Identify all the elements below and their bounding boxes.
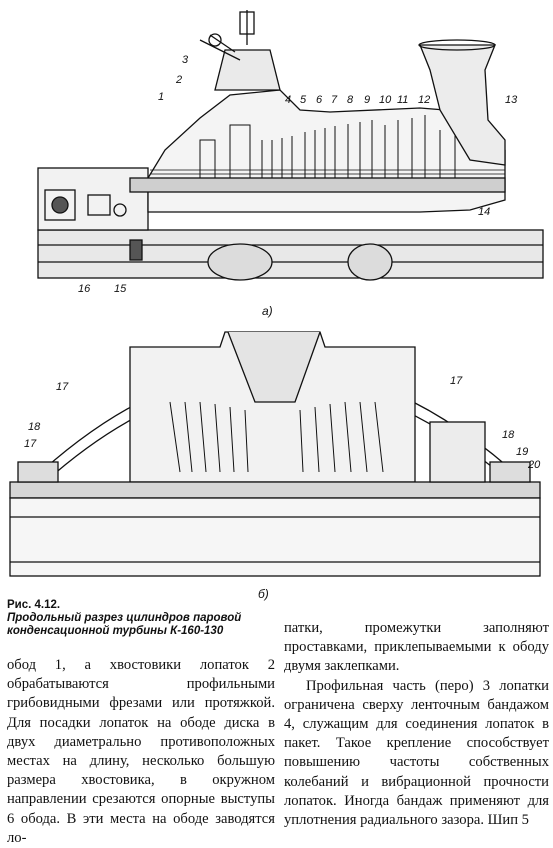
callout-16: 16: [78, 283, 91, 295]
figure-caption: Рис. 4.12. Продольный разрез цилиндров п…: [7, 599, 307, 638]
callout-5: 5: [300, 94, 307, 106]
callout-18-right: 18: [502, 429, 515, 441]
callout-17-far-left: 17: [24, 438, 37, 450]
callout-4: 4: [285, 94, 291, 106]
bearing-pedestal: [347, 243, 393, 281]
blade-stages: [199, 115, 456, 178]
callout-7: 7: [331, 94, 338, 106]
paragraph-right-1: патки, промежутки заполняют проставками,…: [284, 620, 549, 675]
callout-8: 8: [347, 94, 354, 106]
callout-9: 9: [364, 94, 370, 106]
caption-title: Продольный разрез цилиндров паровой конд…: [7, 612, 242, 637]
paragraph-right-2: Профильная часть (перо) 3 лопатки ограни…: [284, 677, 549, 829]
figure-a-label: а): [262, 304, 273, 318]
callout-13: 13: [505, 94, 518, 106]
callout-11: 11: [397, 94, 408, 106]
callout-19: 19: [516, 446, 528, 458]
callout-17-left: 17: [56, 381, 69, 393]
callout-3: 3: [182, 54, 189, 66]
turbine-section-figure-a: 1 2 3 4 5 6 7 8 9 10 11 12 13 14 15 16 а…: [37, 10, 544, 318]
bearing-housing: [429, 421, 486, 483]
callout-15: 15: [114, 283, 127, 295]
callout-1: 1: [158, 91, 164, 103]
exhaust-pipe: [419, 44, 506, 166]
callout-12: 12: [418, 94, 430, 106]
callout-20: 20: [527, 459, 541, 471]
callout-10: 10: [379, 94, 392, 106]
callout-18-left: 18: [28, 421, 41, 433]
paragraph-left: обод 1, а хвостовики лопаток 2 обрабатыв…: [7, 657, 275, 846]
text-column-right: патки, промежутки заполняют проставками,…: [284, 619, 549, 830]
base-frame: [37, 229, 544, 279]
control-valve: [199, 10, 281, 91]
blade-stages: [169, 401, 384, 473]
rotor-shaft: [9, 481, 541, 499]
callout-2: 2: [175, 74, 182, 86]
base-frame: [9, 497, 541, 577]
callout-14: 14: [478, 206, 490, 218]
text-column-left: обод 1, а хвостовики лопаток 2 обрабатыв…: [7, 656, 275, 848]
caption-number: Рис. 4.12.: [7, 599, 61, 611]
callout-17-right: 17: [450, 375, 463, 387]
callout-6: 6: [316, 94, 323, 106]
rotor-shaft: [129, 177, 506, 193]
turbine-section-figure-b: 17 18 17 17 18 19 20 б): [9, 331, 541, 601]
figure-b-label: б): [258, 587, 269, 601]
